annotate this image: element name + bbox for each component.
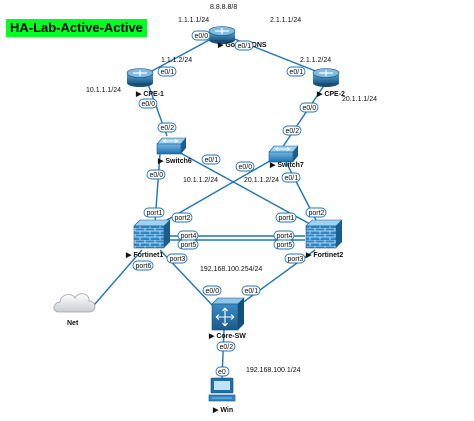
port-tag-f2-port1: port1 [275, 212, 297, 223]
svg-text:port1: port1 [147, 210, 163, 217]
port-tag-sw7-e01: e0/1 [281, 172, 301, 183]
port-tag-f1-port5: port5 [177, 239, 199, 250]
fortinet2-firewall-icon[interactable] [305, 219, 343, 249]
svg-text:e0/0: e0/0 [239, 164, 253, 171]
port-tag-cpe1-e01: e0/1 [157, 66, 177, 77]
svg-text:port2: port2 [175, 215, 191, 222]
svg-text:port4: port4 [277, 233, 293, 240]
port-tag-sw7-e00: e0/0 [235, 161, 255, 172]
svg-text:e0/1: e0/1 [245, 288, 259, 295]
cpe1-router-icon[interactable] [126, 68, 154, 88]
port-tag-f2-port4: port4 [273, 230, 295, 241]
links [87, 37, 326, 379]
win-pc-icon[interactable] [208, 377, 236, 402]
device-label-switch6: ▶ Switch6 [157, 158, 192, 165]
ip-label-google-right: 2.1.1.1/24 [270, 17, 301, 24]
device-label-core-sw: ▶ Core-SW [208, 333, 246, 340]
port-tag-sw6-e02: e0/2 [157, 122, 177, 133]
device-label-cpe2: ▶ CPE-2 [316, 91, 345, 98]
svg-text:e0/1: e0/1 [238, 43, 252, 50]
ip-label-core: 192.168.100.254/24 [200, 266, 262, 273]
fortinet1-firewall-icon[interactable] [133, 219, 171, 249]
svg-text:e0/0: e0/0 [142, 101, 156, 108]
svg-text:e0/2: e0/2 [161, 125, 175, 132]
ip-label-google-left: 1.1.1.1/24 [178, 17, 209, 24]
port-tag-cpe2-e00: e0/0 [299, 102, 319, 113]
ip-label-cpe1-lan: 10.1.1.1/24 [86, 87, 121, 94]
device-label-win: ▶ Win [212, 407, 233, 414]
ip-label-win: 192.168.100.1/24 [246, 367, 301, 374]
port-tag-f1-port1: port1 [143, 207, 165, 218]
svg-text:port6: port6 [136, 263, 152, 270]
cpe2-router-icon[interactable] [312, 68, 340, 88]
svg-text:port4: port4 [181, 233, 197, 240]
ip-label-cpe2-lan: 20.1.1.1/24 [342, 96, 377, 103]
port-tag-f1-port6: port6 [132, 260, 154, 271]
link-fortinet1-net [87, 249, 143, 313]
link-google-cpe1 [149, 37, 214, 73]
port-tags: e0/0 e0/1 e0/1 e0/1 e0/0 e0/0 e0/2 e0/2 … [132, 30, 327, 377]
link-cpe2-switch7 [281, 83, 326, 149]
ip-label-cpe1-top: 1.1.1.2/24 [161, 57, 192, 64]
port-tag-core-e00: e0/0 [202, 285, 222, 296]
link-switch6-fortinet2 [174, 149, 311, 225]
device-label-cpe1: ▶ CPE-1 [135, 91, 164, 98]
switch7-icon[interactable] [268, 145, 299, 163]
svg-text:e0/0: e0/0 [206, 288, 220, 295]
svg-text:e0/1: e0/1 [285, 175, 299, 182]
diagram-title: HA-Lab-Active-Active [6, 19, 147, 37]
ip-labels: 8.8.8.8/8 1.1.1.1/24 2.1.1.1/24 1.1.1.2/… [86, 4, 377, 374]
core-switch-icon[interactable] [211, 297, 245, 331]
port-tag-f2-port2: port2 [305, 207, 327, 218]
svg-text:port2: port2 [309, 210, 325, 217]
port-tag-f2-port5: port5 [273, 239, 295, 250]
switch6-icon[interactable] [156, 137, 187, 155]
svg-text:e0/1: e0/1 [290, 69, 304, 76]
svg-text:e0/1: e0/1 [161, 69, 175, 76]
ip-label-sw7-down: 20.1.1.2/24 [244, 177, 279, 184]
device-label-fortinet2: ▶ Fortinet2 [305, 252, 343, 259]
port-tag-cpe1-e00: e0/0 [138, 98, 158, 109]
port-tag-f1-port2: port2 [171, 212, 193, 223]
net-cloud-icon[interactable] [53, 293, 96, 313]
port-tag-sw6-e00: e0/0 [146, 169, 166, 180]
device-label-switch7: ▶ Switch7 [269, 162, 304, 169]
port-tag-google-e00: e0/0 [191, 30, 211, 41]
device-labels: ▶ Google-DNS ▶ CPE-1 ▶ CPE-2 ▶ Switch6 ▶… [67, 42, 345, 414]
port-tag-core-e01: e0/1 [241, 285, 261, 296]
port-tag-core-e02: e0/2 [216, 341, 236, 352]
port-tag-f1-port3: port3 [166, 253, 188, 264]
port-tag-sw7-e02: e0/2 [282, 125, 302, 136]
svg-text:e0/1: e0/1 [205, 157, 219, 164]
port-tag-google-e01: e0/1 [234, 40, 254, 51]
svg-text:port3: port3 [288, 256, 304, 263]
ip-label-google-dns: 8.8.8.8/8 [210, 4, 237, 11]
svg-text:port1: port1 [279, 215, 295, 222]
ip-label-sw6-down: 10.1.1.2/24 [183, 177, 218, 184]
port-tag-cpe2-e01: e0/1 [286, 66, 306, 77]
svg-text:port5: port5 [277, 242, 293, 249]
device-label-fortinet1: ▶ Fortinet1 [125, 252, 163, 259]
svg-text:e0/2: e0/2 [220, 344, 234, 351]
port-tag-sw6-e01: e0/1 [201, 154, 221, 165]
port-tag-f1-port4: port4 [177, 230, 199, 241]
port-tag-f2-port3: port3 [284, 253, 306, 264]
svg-text:e0/2: e0/2 [286, 128, 300, 135]
device-label-net: Net [67, 320, 79, 327]
port-tag-win-e0: e0 [215, 366, 230, 377]
google-dns-router-icon[interactable] [208, 26, 236, 45]
ip-label-cpe2-top: 2.1.1.2/24 [300, 57, 331, 64]
svg-text:e0: e0 [218, 369, 226, 376]
svg-text:e0/0: e0/0 [195, 33, 209, 40]
svg-text:port3: port3 [170, 256, 186, 263]
svg-text:e0/0: e0/0 [303, 105, 317, 112]
svg-text:port5: port5 [181, 242, 197, 249]
svg-text:e0/0: e0/0 [150, 172, 164, 179]
